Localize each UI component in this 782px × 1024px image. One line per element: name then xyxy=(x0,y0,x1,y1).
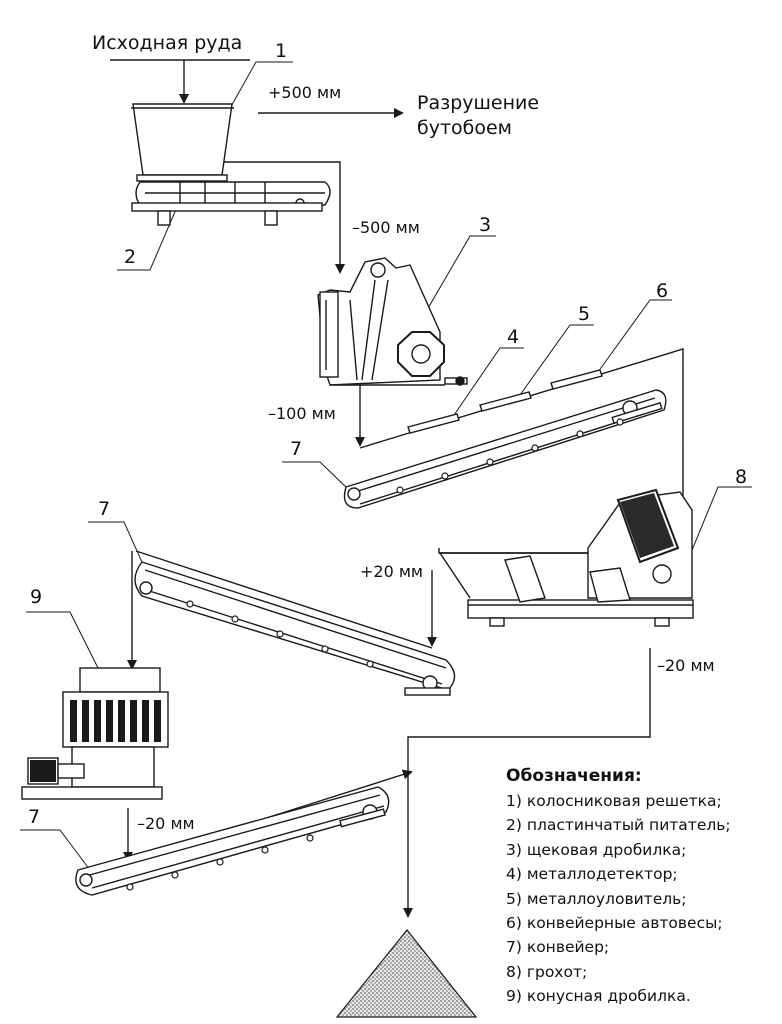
callout-7-upper: 7 xyxy=(290,438,303,460)
legend-item: 3) щековая дробилка; xyxy=(506,840,687,859)
conveyor-idlers xyxy=(126,418,624,891)
size-minus-100-label: –100 мм xyxy=(268,404,336,423)
screen-vibrator-block xyxy=(620,493,674,558)
product-pile xyxy=(335,929,478,1018)
vibrating-screen xyxy=(439,488,694,627)
size-plus-500-label: +500 мм xyxy=(268,83,342,102)
callout-9: 9 xyxy=(30,586,43,608)
grizzly-feeder xyxy=(131,103,331,226)
callout-1: 1 xyxy=(275,40,288,62)
callout-6: 6 xyxy=(656,280,669,302)
legend-item: 5) металлоуловитель; xyxy=(506,889,687,908)
legend-item: 6) конвейерные автовесы; xyxy=(506,914,723,933)
size-minus-20-cone-label: –20 мм xyxy=(137,814,195,833)
callout-5: 5 xyxy=(578,303,591,325)
legend-item: 8) грохот; xyxy=(506,962,588,981)
jaw-crusher xyxy=(317,257,468,386)
conveyor-lower xyxy=(75,786,390,896)
conveyor-sensors xyxy=(407,369,603,434)
legend-item: 2) пластинчатый питатель; xyxy=(506,816,731,835)
callout-2: 2 xyxy=(124,246,137,268)
callout-3: 3 xyxy=(479,214,492,236)
callout-7-middle: 7 xyxy=(98,498,111,520)
conveyor-middle xyxy=(134,561,456,696)
size-plus-20-label: +20 мм xyxy=(360,562,423,581)
legend-item: 7) конвейер; xyxy=(506,938,610,957)
conveyor-upper xyxy=(343,389,667,509)
callout-8: 8 xyxy=(735,466,748,488)
source-ore-label: Исходная руда xyxy=(92,32,243,54)
legend: Обозначения: 1) колосниковая решетка; 2)… xyxy=(506,766,731,1009)
size-minus-500-label: –500 мм xyxy=(352,218,420,237)
cone-crusher-ribs xyxy=(30,700,161,782)
destruction-label-line1: Разрушение xyxy=(417,92,540,114)
legend-item: 4) металлодетектор; xyxy=(506,865,678,884)
legend-item: 9) конусная дробилка. xyxy=(506,987,691,1006)
callout-7-lower: 7 xyxy=(28,806,41,828)
legend-item: 1) колосниковая решетка; xyxy=(506,792,722,810)
destruction-label-line2: бутобоем xyxy=(417,117,513,139)
callout-4: 4 xyxy=(507,326,520,348)
size-minus-20-screen-label: –20 мм xyxy=(657,656,715,675)
legend-title: Обозначения: xyxy=(506,766,642,786)
